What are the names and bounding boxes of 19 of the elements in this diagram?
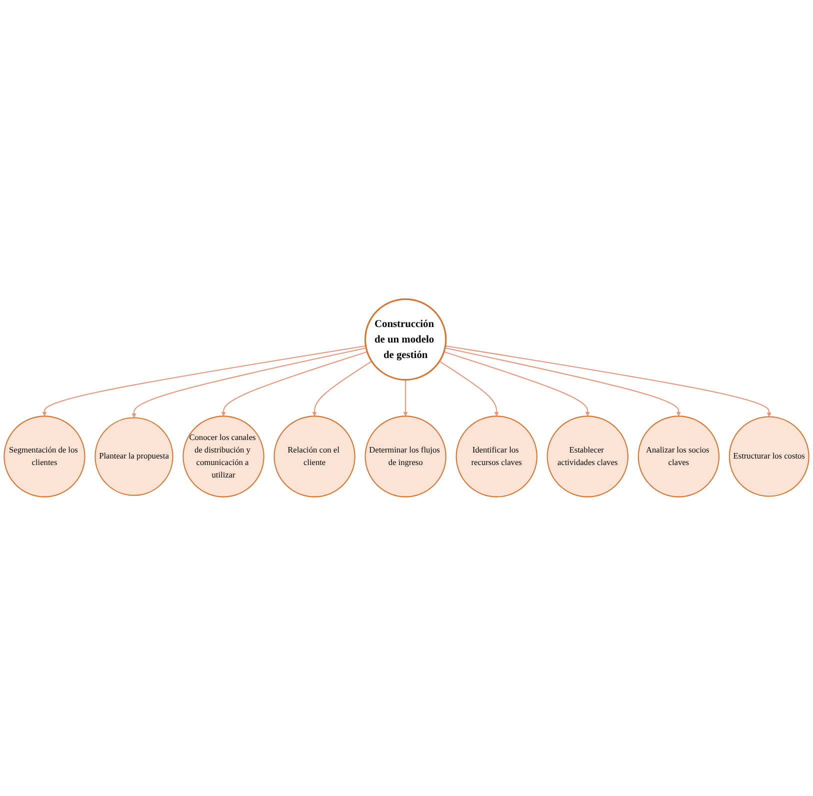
node-circle: Conocer los canales de distribución y comunicación a utilizar [182, 416, 264, 498]
arrow [444, 351, 590, 416]
node-circle: Construcción de un modelo de gestión [364, 298, 447, 381]
arrow [221, 351, 368, 416]
node-circle: Identificar los recursos claves [456, 416, 538, 498]
node-circle: Establecer actividades claves [546, 416, 628, 498]
node-circle: Estructurar los costos [728, 416, 810, 497]
arrow [445, 345, 772, 417]
arrow [439, 360, 499, 416]
node-circle: Determinar los flujos de ingreso [364, 416, 446, 498]
arrow [312, 360, 372, 416]
node-circle: Segmentación de los clientes [4, 416, 86, 498]
node-circle: Analizar los socios claves [638, 416, 720, 498]
arrow [444, 347, 681, 416]
node-circle: Plantear la propuesta [94, 417, 174, 496]
arrow [42, 345, 366, 416]
arrow [132, 347, 366, 418]
arrow [403, 380, 408, 416]
node-circle: Relación con el cliente [274, 416, 356, 498]
